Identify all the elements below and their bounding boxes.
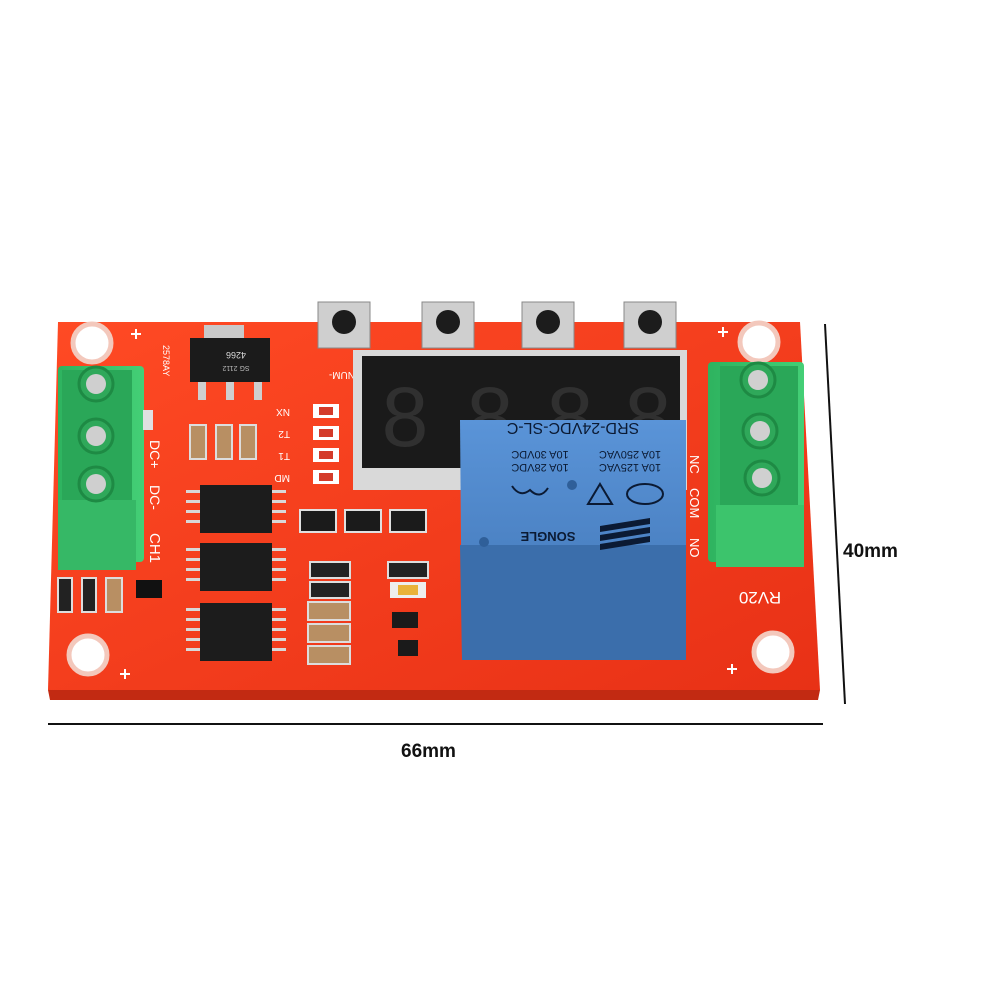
silkscreen-marks [120, 327, 737, 679]
terminal-label-com: COM [687, 488, 702, 518]
voltage-regulator: 4266 SG 2112 [190, 325, 270, 400]
led-label-t1: T1 [278, 450, 290, 461]
button-row-label: NUM- [329, 369, 355, 380]
led-label-nx: NX [276, 406, 290, 417]
certification-marks-icon [511, 482, 664, 505]
input-terminal-block [58, 365, 144, 570]
output-terminal-block [708, 361, 804, 567]
model-label: RV20 [739, 588, 781, 607]
channel-label: CH1 [146, 533, 163, 563]
smd-capacitors [57, 410, 257, 613]
height-dimension-line [824, 323, 846, 705]
dc-plus-label: DC+ [147, 440, 163, 468]
relay-rating-1: 10A 250VAC [599, 448, 661, 460]
height-dimension-label: 40mm [843, 541, 898, 562]
mounting-holes [66, 320, 795, 677]
relay-rating-3: 10A 125VAC [599, 461, 661, 473]
relay-rating-4: 10A 28VDC [511, 461, 569, 473]
svg-text:SG 2112: SG 2112 [222, 364, 249, 371]
width-dimension-label: 66mm [401, 741, 456, 762]
display-digit-1: 8 [382, 370, 429, 464]
relay-rating-2: 10A 30VDC [511, 448, 569, 460]
relay: SRD-24VDC-SL-C 10A 250VAC 10A 30VDC 10A … [460, 419, 686, 660]
svg-text:4266: 4266 [226, 350, 246, 360]
status-leds [313, 404, 339, 484]
ic-chips [186, 485, 286, 661]
led-label-md: MD [274, 472, 290, 483]
relay-brand: SONGLE [520, 529, 575, 544]
terminal-label-nc: NC [687, 455, 702, 474]
relay-model: SRD-24VDC-SL-C [507, 419, 639, 436]
dc-minus-label: DC- [147, 485, 163, 510]
songle-logo-icon [600, 518, 650, 550]
chip-mark: 2578AY [161, 345, 171, 376]
terminal-label-no: NO [687, 538, 702, 558]
led-label-t2: T2 [278, 428, 290, 439]
dimension-lines [48, 323, 846, 725]
resistor-arrays [299, 509, 429, 665]
push-buttons [317, 301, 677, 349]
